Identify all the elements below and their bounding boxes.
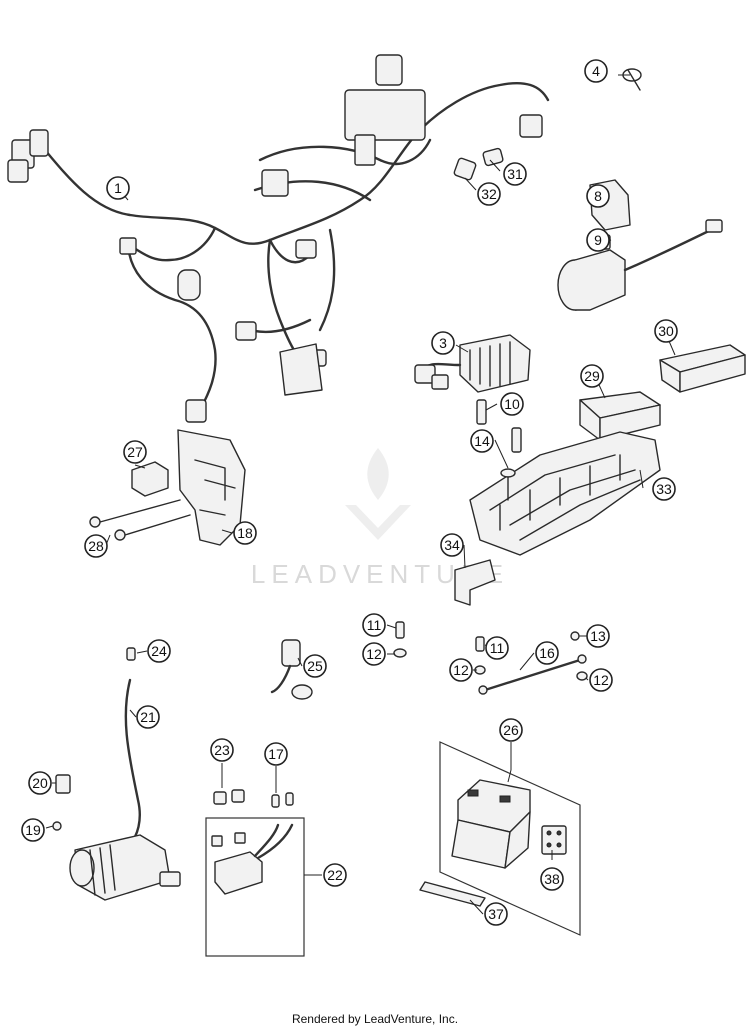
callout-8: 8: [586, 184, 610, 208]
svg-text:10: 10: [504, 396, 520, 412]
svg-text:4: 4: [592, 63, 600, 79]
callout-21: 21: [136, 705, 160, 729]
svg-text:18: 18: [237, 525, 253, 541]
svg-text:23: 23: [214, 742, 230, 758]
svg-text:22: 22: [327, 867, 343, 883]
svg-text:25: 25: [307, 658, 323, 674]
cable-tie-part: [622, 68, 642, 91]
spark-plug-connector-part: [270, 639, 313, 700]
svg-text:20: 20: [32, 775, 48, 791]
callout-17: 17: [264, 742, 288, 766]
callout-25: 25: [303, 654, 327, 678]
svg-text:12: 12: [593, 672, 609, 688]
screw-part: [52, 774, 71, 831]
svg-text:29: 29: [584, 368, 600, 384]
svg-text:8: 8: [594, 188, 602, 204]
callout-32: 32: [477, 182, 501, 206]
battery-terminal-screws-part: [541, 825, 567, 855]
svg-text:28: 28: [88, 538, 104, 554]
screw-part: [393, 621, 588, 681]
callout-10: 10: [500, 392, 524, 416]
callout-16: 16: [535, 641, 559, 665]
svg-text:11: 11: [490, 640, 505, 656]
callout-12c: 12: [589, 668, 613, 692]
regulator-part: [414, 334, 531, 393]
callout-9: 9: [586, 228, 610, 252]
callout-4: 4: [584, 59, 608, 83]
battery-pad-part: [419, 881, 486, 907]
callout-28: 28: [84, 534, 108, 558]
svg-text:26: 26: [503, 722, 519, 738]
svg-text:19: 19: [25, 822, 41, 838]
callout-18: 18: [233, 521, 257, 545]
svg-text:32: 32: [481, 186, 497, 202]
svg-text:24: 24: [151, 643, 167, 659]
callout-1: 1: [106, 176, 130, 200]
svg-text:13: 13: [590, 628, 606, 644]
callout-29: 29: [580, 364, 604, 388]
callout-11b: 11: [485, 636, 509, 660]
svg-text:14: 14: [474, 433, 490, 449]
svg-text:37: 37: [488, 906, 504, 922]
callout-34: 34: [440, 533, 464, 557]
callout-14: 14: [470, 429, 494, 453]
callout-12: 12: [362, 642, 386, 666]
bracket-part: [454, 559, 496, 606]
relay-part: [131, 461, 169, 497]
horn-part: [557, 219, 723, 311]
battery-holder-part: [469, 431, 661, 556]
svg-text:3: 3: [439, 335, 447, 351]
wiring-harness-part: [7, 54, 550, 423]
callout-11: 11: [362, 613, 386, 637]
relay-holder-part: [177, 429, 246, 546]
svg-text:21: 21: [140, 709, 156, 725]
svg-text:11: 11: [367, 617, 382, 633]
callout-38: 38: [540, 867, 564, 891]
callout-24: 24: [147, 639, 171, 663]
svg-text:38: 38: [544, 871, 560, 887]
callout-22: 22: [323, 863, 347, 887]
top-cover-part: [659, 344, 746, 393]
callout-20: 20: [28, 771, 52, 795]
svg-text:33: 33: [656, 481, 672, 497]
grommet-part: [500, 468, 516, 501]
callout-33: 33: [652, 477, 676, 501]
screw-part: [89, 499, 191, 541]
svg-text:12: 12: [366, 646, 382, 662]
svg-text:1: 1: [114, 180, 122, 196]
battery-frame: [439, 741, 581, 936]
callout-3: 3: [431, 331, 455, 355]
callout-31: 31: [503, 162, 527, 186]
callout-30: 30: [654, 319, 678, 343]
svg-text:12: 12: [453, 662, 469, 678]
svg-text:16: 16: [539, 645, 555, 661]
connector-part: [453, 147, 504, 181]
fuse-part: [213, 789, 245, 805]
ground-cable-part: [478, 654, 587, 695]
battery-part: [451, 779, 531, 869]
callout-27: 27: [123, 440, 147, 464]
callout-12b: 12: [449, 658, 473, 682]
callout-37: 37: [484, 902, 508, 926]
starter-cable-part: [113, 678, 141, 862]
callout-19: 19: [21, 818, 45, 842]
callout-23: 23: [210, 738, 234, 762]
screw-part: [271, 792, 294, 808]
starter-relay-part: [211, 823, 294, 895]
svg-text:17: 17: [268, 746, 284, 762]
svg-text:31: 31: [507, 166, 523, 182]
starter-relay-frame: [205, 817, 305, 957]
svg-text:34: 34: [444, 537, 460, 553]
screw-part: [126, 647, 136, 661]
callout-26: 26: [499, 718, 523, 742]
callout-13: 13: [586, 624, 610, 648]
svg-text:27: 27: [127, 444, 143, 460]
footer-credit: Rendered by LeadVenture, Inc.: [291, 1012, 459, 1026]
svg-text:30: 30: [658, 323, 674, 339]
watermark-logo: [345, 448, 411, 540]
starter-motor-part: [69, 834, 181, 901]
fuse-part: [476, 399, 522, 453]
svg-text:9: 9: [594, 232, 602, 248]
